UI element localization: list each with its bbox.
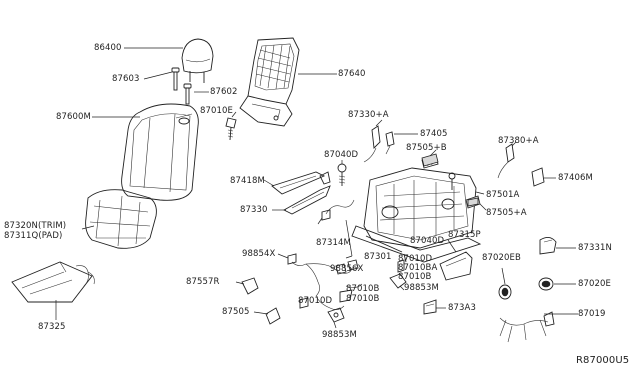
callout-87505-b: 87505+B <box>406 143 447 153</box>
small-covers <box>241 277 281 325</box>
callout-87010d-2: 87010D <box>298 296 333 306</box>
callout-86400: 86400 <box>94 43 122 53</box>
bolt-87040d-upper <box>337 163 347 186</box>
seat-back-cushion <box>121 103 199 201</box>
callout-87020e: 87020E <box>578 279 612 289</box>
callout-98853m-2: 98853M <box>322 330 357 340</box>
callout-87010e: 87010E <box>200 106 234 116</box>
bracket-873a3 <box>423 299 437 315</box>
callout-87405: 87405 <box>420 129 448 139</box>
callout-87040d-upper: 87040D <box>324 150 359 160</box>
callout-87301: 87301 <box>364 252 392 262</box>
bolt-87010e <box>225 117 237 141</box>
harness-87019 <box>499 311 555 343</box>
callout-87325: 87325 <box>38 322 66 332</box>
callout-87010b-2: 87010B <box>346 294 380 304</box>
cushion-cover-87325 <box>11 261 95 303</box>
harness-87314m <box>321 199 355 221</box>
callout-873a3: 873A3 <box>448 303 476 313</box>
callout-98854x: 98854X <box>242 249 276 259</box>
callout-98853m-1: 98853M <box>404 283 439 293</box>
clips-87505 <box>421 153 479 207</box>
callout-87418m: 87418M <box>230 176 265 186</box>
wiring-harness-lower <box>287 219 407 323</box>
callout-87320n: 87320N(TRIM) <box>4 221 67 231</box>
callout-87330: 87330 <box>240 205 268 215</box>
callout-87603: 87603 <box>112 74 140 84</box>
headrest <box>181 38 214 83</box>
callout-87010b-1: 87010B <box>398 272 432 282</box>
callout-87314m: 87314M <box>316 238 351 248</box>
leader-lines <box>55 47 578 329</box>
cover-87315p <box>439 251 473 281</box>
callout-87557r: 87557R <box>186 277 220 287</box>
callout-87406m: 87406M <box>558 173 593 183</box>
diagram-code: R87000U5 <box>576 355 630 366</box>
callout-98856x: 98856X <box>330 264 364 274</box>
callout-87331n: 87331N <box>578 243 612 253</box>
upper-right-parts <box>363 125 545 187</box>
callout-87010d-1: 87010D <box>398 254 433 264</box>
callout-87501a: 87501A <box>486 190 520 200</box>
callout-87311q: 87311Q(PAD) <box>4 231 63 241</box>
callout-87315p: 87315P <box>448 230 481 240</box>
callout-87010b-3: 87010B <box>346 284 380 294</box>
callout-87505: 87505 <box>222 307 250 317</box>
callout-87010ba: 87010BA <box>398 263 438 273</box>
callout-87380-a: 87380+A <box>498 136 539 146</box>
seat-frame-assembly <box>351 167 482 263</box>
callout-87019: 87019 <box>578 309 606 319</box>
seat-cushion <box>85 189 157 249</box>
callout-87640: 87640 <box>338 69 366 79</box>
bolt-87040d-lower <box>448 172 456 190</box>
switch-knobs <box>498 277 554 300</box>
seat-back-frame <box>239 37 300 127</box>
callout-87600m: 87600M <box>56 112 91 122</box>
callout-87505-a: 87505+A <box>486 208 527 218</box>
headrest-guides <box>171 67 192 105</box>
side-finishers <box>271 171 331 215</box>
callout-87330-a: 87330+A <box>348 110 389 120</box>
cover-87331n <box>539 237 557 255</box>
callout-87602: 87602 <box>210 87 238 97</box>
callout-87020eb: 87020EB <box>482 253 521 263</box>
callout-87040d-lower: 87040D <box>410 236 445 246</box>
